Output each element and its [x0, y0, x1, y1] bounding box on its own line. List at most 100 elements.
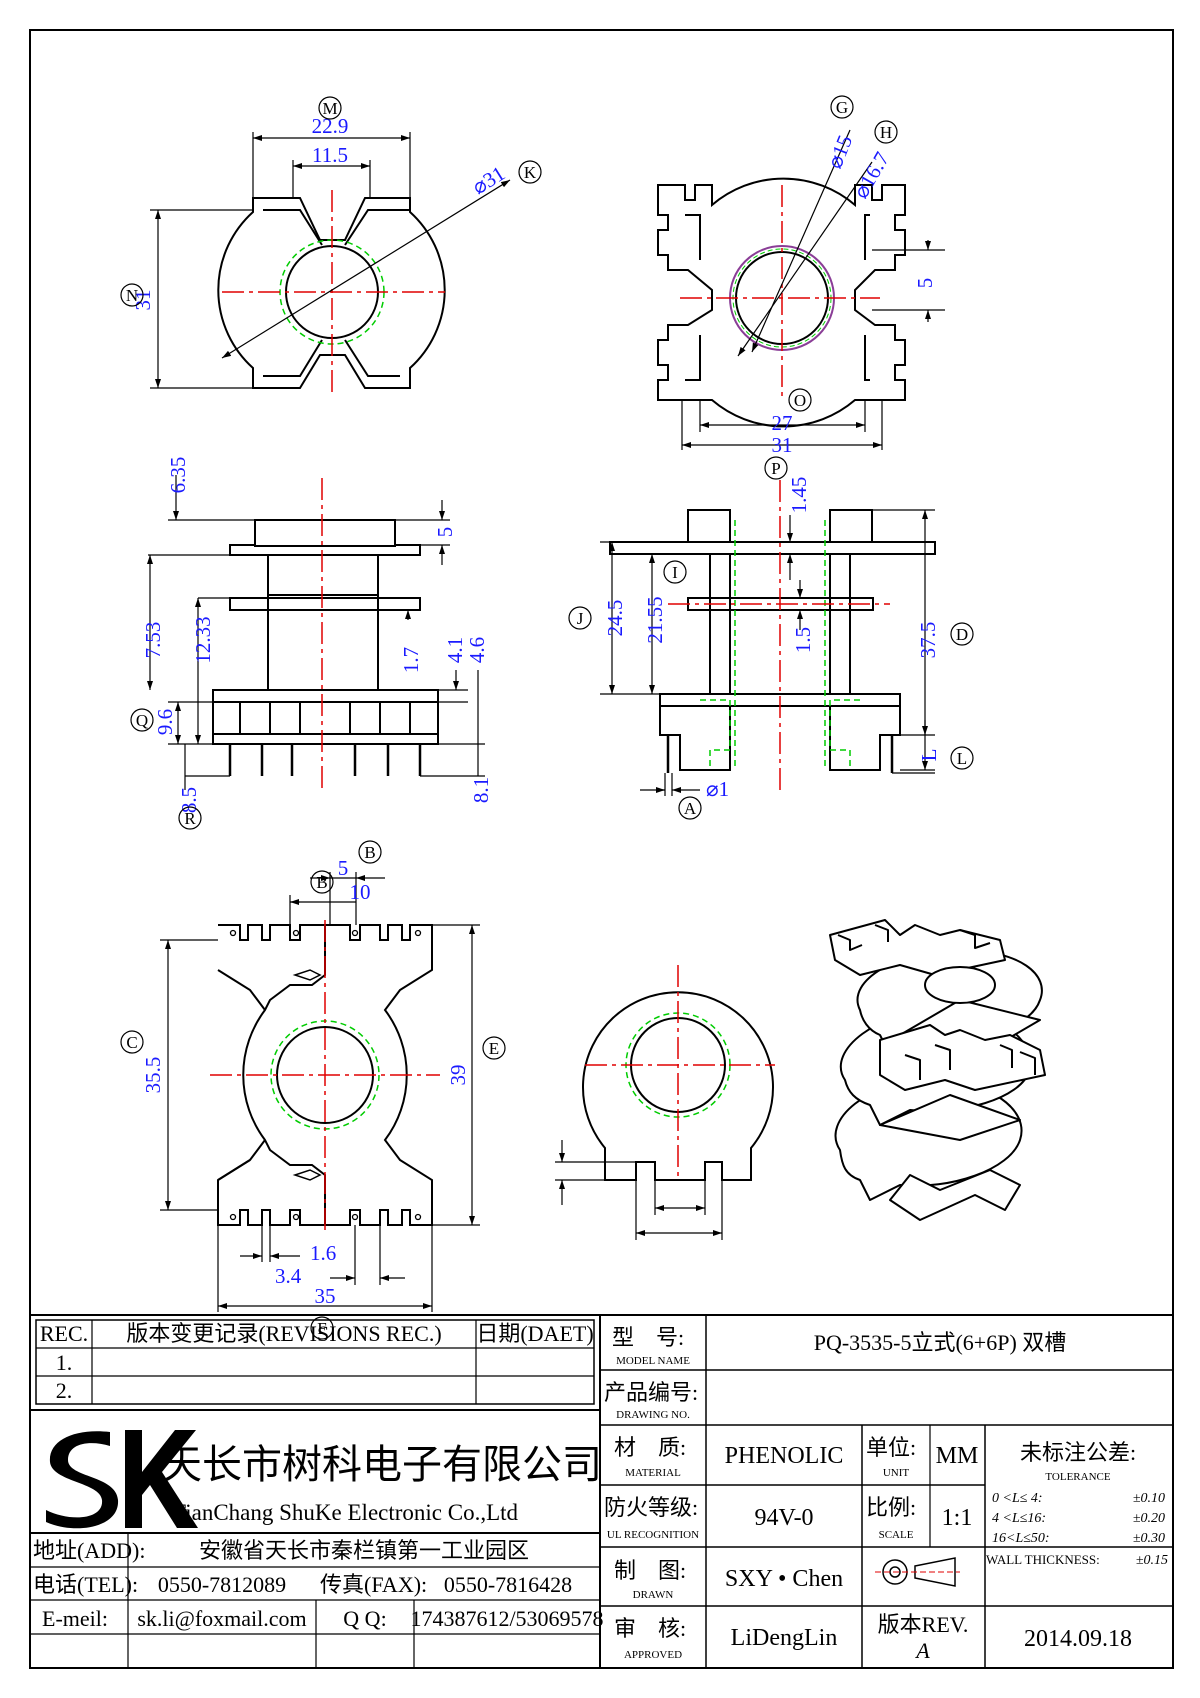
material-label-en: MATERIAL [625, 1467, 681, 1479]
date-value: 2014.09.18 [1024, 1626, 1132, 1652]
view-bottom-left-centerlines [210, 920, 440, 1230]
svg-text:J: J [577, 609, 584, 628]
material-value: PHENOLIC [725, 1443, 844, 1469]
svg-text:K: K [524, 163, 537, 182]
tolerance-row-2-range: 4 <L≤16: [992, 1511, 1046, 1526]
label-d: D [950, 622, 974, 646]
svg-text:P: P [771, 459, 780, 478]
scale-value: 1:1 [942, 1505, 973, 1531]
tolerance-row-3-range: 16<L≤50: [992, 1531, 1050, 1546]
label-r: R [178, 806, 202, 830]
dim-31-width: 31 [772, 433, 793, 457]
rev-row-2: 2. [56, 1378, 73, 1403]
qq-value: 174387612/53069578 [410, 1606, 603, 1631]
svg-text:A: A [684, 799, 697, 818]
tolerance-label-en: TOLERANCE [1045, 1471, 1110, 1483]
material-label-cn: 材 质: [614, 1435, 686, 1460]
model-value: PQ-3535-5立式(6+6P) 双槽 [814, 1330, 1067, 1355]
dim-1-6: 1.6 [310, 1241, 336, 1265]
label-g: G [830, 95, 854, 119]
dim-phi-1: ⌀1 [706, 777, 729, 801]
svg-text:E: E [489, 1039, 499, 1058]
unit-value: MM [936, 1443, 979, 1469]
drawing-no-label-cn: 产品编号: [604, 1380, 698, 1405]
view-mid-right-hidden [700, 520, 860, 770]
dim-10: 10 [350, 880, 371, 904]
label-o: O [788, 388, 812, 412]
qq-label: Q Q: [343, 1606, 386, 1631]
drawing-no-label-en: DRAWING NO. [616, 1409, 690, 1421]
company-name-en: TianChang ShuKe Electronic Co.,Ltd [172, 1500, 519, 1525]
projection-symbol [875, 1557, 960, 1587]
dim-6-35: 6.35 [166, 457, 190, 494]
drawn-label-en: DRAWN [633, 1589, 674, 1601]
view-top-left-dims [150, 132, 511, 389]
approved-value: LiDengLin [731, 1625, 838, 1651]
wall-thickness-value: ±0.15 [1136, 1553, 1168, 1568]
label-c: C [120, 1030, 144, 1054]
dim-8-1: 8.1 [469, 777, 493, 803]
svg-text:D: D [956, 625, 968, 644]
view-bottom-left-dims [160, 872, 480, 1312]
svg-text:B: B [316, 873, 327, 892]
approved-label-en: APPROVED [624, 1649, 682, 1661]
dim-1-7: 1.7 [399, 647, 423, 673]
dim-35-5: 35.5 [141, 1057, 165, 1094]
scale-label-en: SCALE [879, 1529, 914, 1541]
label-a: A [678, 796, 702, 820]
view-mid-left-dims [147, 475, 485, 790]
dim-37-5: 37.5 [916, 622, 940, 659]
label-e: E [482, 1036, 506, 1060]
dim-4-6: 4.6 [465, 637, 489, 663]
view-bottom-middle-dims [555, 1140, 723, 1240]
dim-5-pin: 5 [338, 856, 349, 880]
view-mid-left [212, 519, 439, 776]
dim-12-33: 12.33 [191, 616, 215, 663]
view-top-right-centerlines [680, 185, 880, 400]
fax-label: 传真(FAX): [320, 1572, 427, 1597]
dim-8-5: 8.5 [177, 787, 201, 813]
tolerance-row-3-value: ±0.30 [1133, 1531, 1165, 1546]
view-mid-right-dims [600, 509, 935, 796]
mail-label: E-meil: [42, 1606, 108, 1631]
drawn-label-cn: 制 图: [614, 1558, 686, 1583]
dim-4-1: 4.1 [443, 637, 467, 663]
wall-thickness-label: WALL THICKNESS: [986, 1552, 1100, 1567]
view-top-right-dims [681, 129, 945, 450]
tel-value: 0550-7812089 [158, 1572, 286, 1597]
address-label: 地址(ADD): [33, 1538, 145, 1563]
view-mid-right-centerlines [668, 480, 890, 790]
dim-dia-15: ⌀15 [822, 132, 857, 172]
tel-label: 电话(TEL): [33, 1572, 138, 1597]
dim-9-6: 9.6 [153, 709, 177, 735]
dim-21-55: 21.55 [643, 596, 667, 643]
dim-22-9: 22.9 [312, 114, 349, 138]
dim-11-5: 11.5 [312, 143, 348, 167]
dim-5-slot: 5 [913, 278, 937, 289]
dim-1-45: 1.45 [787, 477, 811, 514]
tolerance-label-cn: 未标注公差: [1020, 1440, 1136, 1465]
rev-row-1: 1. [56, 1350, 73, 1375]
tolerance-row-1-range: 0 <L≤ 4: [992, 1491, 1043, 1506]
label-m: M [318, 96, 342, 120]
dim-5-flange: 5 [433, 527, 457, 538]
drawn-value: SXY • Chen [725, 1566, 843, 1592]
svg-text:B: B [364, 843, 375, 862]
model-label-cn: 型 号: [612, 1325, 684, 1350]
view-bottom-middle-centerlines [585, 965, 775, 1180]
sheet-border [29, 29, 1174, 1669]
svg-text:L: L [957, 749, 967, 768]
dim-7-53: 7.53 [141, 622, 165, 659]
label-j: J [568, 606, 592, 630]
revision-label: 版本REV. [878, 1612, 969, 1637]
view-isometric [829, 919, 1046, 1221]
svg-text:G: G [836, 98, 848, 117]
fax-value: 0550-7816428 [444, 1572, 572, 1597]
tolerance-row-2-value: ±0.20 [1133, 1511, 1165, 1526]
svg-text:H: H [880, 123, 892, 142]
rev-title: 版本变更记录(REVISIONS REC.) [126, 1321, 441, 1346]
view-top-left-centerlines [222, 190, 445, 395]
svg-text:Q: Q [136, 711, 148, 730]
label-n: N [120, 283, 144, 307]
